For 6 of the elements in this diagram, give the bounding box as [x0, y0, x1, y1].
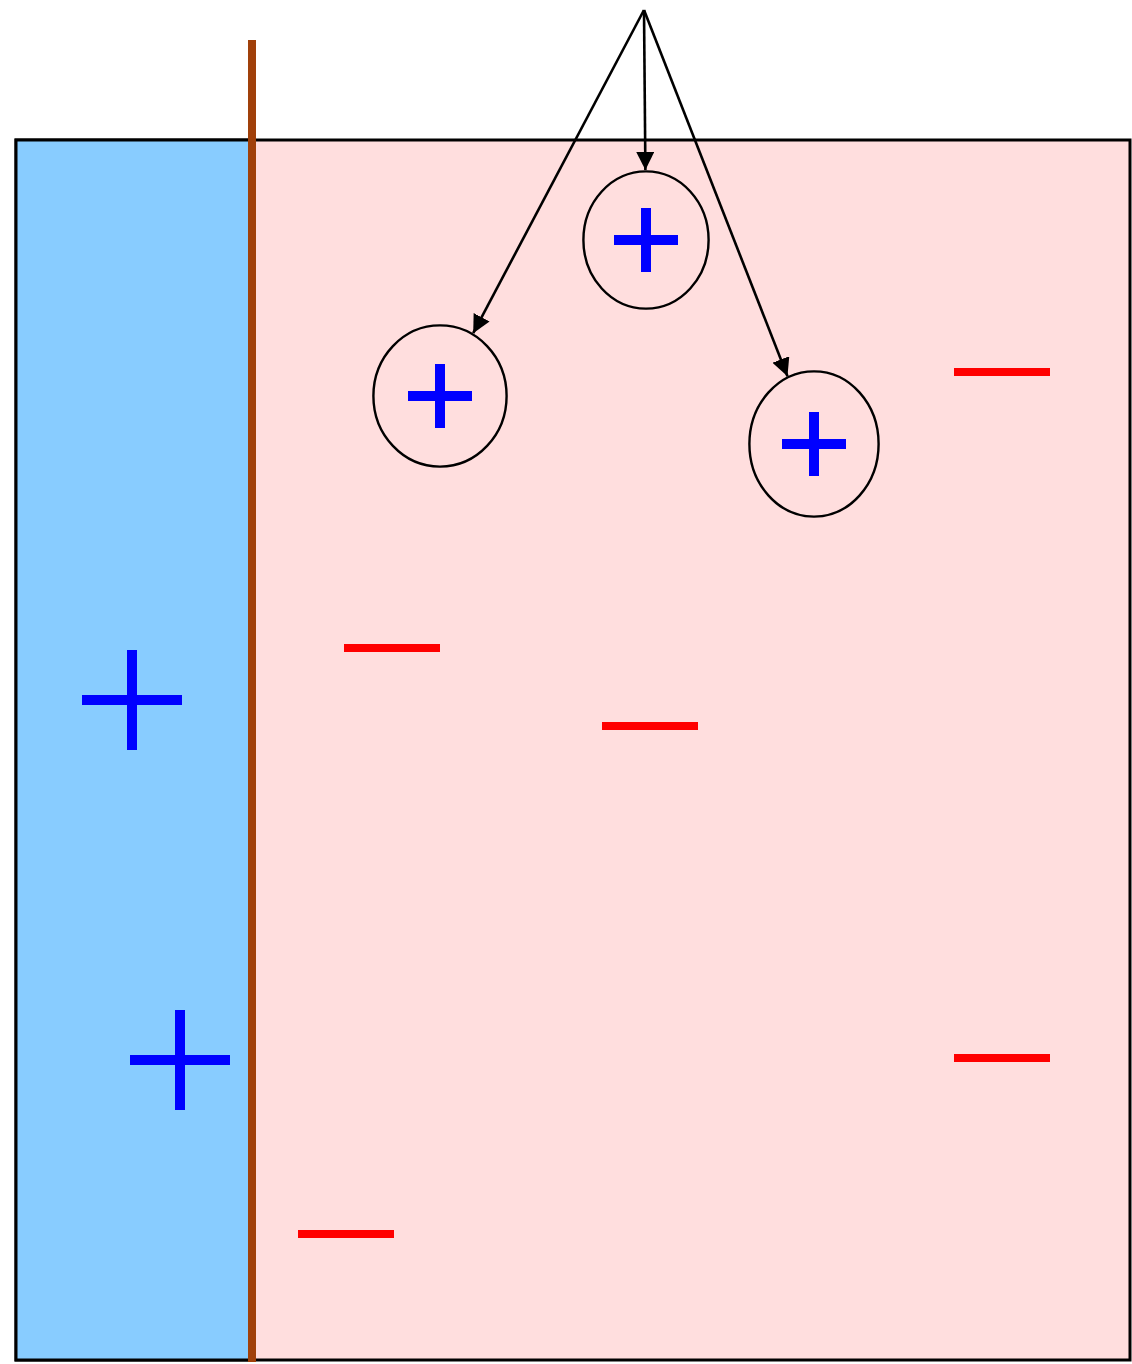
- ion-circle: [372, 324, 508, 468]
- arrow: [636, 10, 655, 170]
- ion-circle: [748, 370, 880, 518]
- ion-circle: [582, 170, 710, 310]
- arrow: [472, 9, 646, 334]
- arrow: [642, 9, 790, 377]
